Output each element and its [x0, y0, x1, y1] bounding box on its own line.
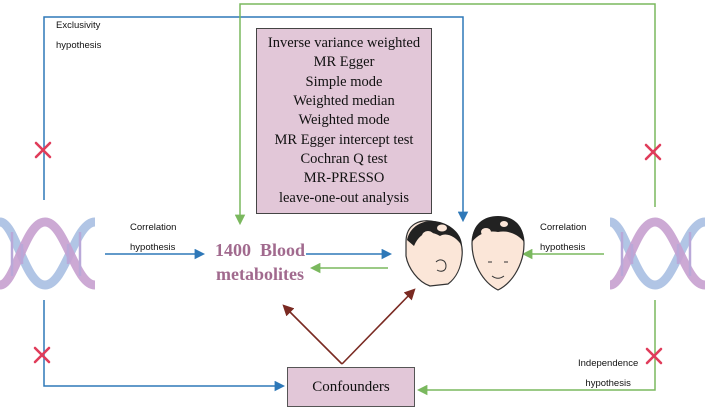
alopecia-heads-icon	[405, 216, 525, 291]
confounders-label: Confounders	[312, 378, 390, 395]
correlation-right-line2: hypothesis	[540, 242, 586, 253]
x-mark-exclusivity-left	[34, 141, 52, 159]
methods-box: Inverse variance weighted MR Egger Simpl…	[256, 28, 432, 214]
method-mr-egger: MR Egger	[313, 54, 375, 71]
dna-right-icon	[608, 217, 707, 290]
exclusivity-line1: Exclusivity	[56, 20, 101, 31]
correlation-right-label: Correlation hypothesis	[540, 218, 586, 258]
confounder-to-outcome-arrow	[341, 288, 416, 365]
method-cochran-q: Cochran Q test	[300, 150, 388, 167]
independence-path	[416, 300, 656, 396]
head-front-icon	[471, 216, 525, 291]
exclusivity-line2: hypothesis	[56, 40, 102, 51]
exposure-label-line2: metabolites	[216, 264, 304, 284]
correlation-left-line1: Correlation	[130, 222, 177, 233]
x-mark-exclusivity-right	[644, 143, 662, 161]
method-ivw: Inverse variance weighted	[267, 35, 421, 52]
method-egger-intercept: MR Egger intercept test	[274, 131, 414, 148]
exclusivity-path	[43, 16, 469, 223]
head-side-icon	[405, 220, 463, 287]
method-simple-mode: Simple mode	[305, 73, 383, 90]
x-mark-confounder-left	[33, 346, 51, 364]
red-x-marks	[33, 141, 663, 365]
independence-line1: Independence	[578, 358, 639, 369]
confounder-path-left	[43, 300, 286, 392]
exclusivity-hypothesis-label: Exclusivity hypothesis	[56, 16, 101, 56]
correlation-left-line2: hypothesis	[130, 242, 176, 253]
blue-paths	[43, 16, 469, 392]
green-paths	[234, 3, 656, 396]
method-weighted-median: Weighted median	[293, 93, 395, 110]
independence-line2: hypothesis	[585, 378, 631, 389]
correlation-right-line1: Correlation	[540, 222, 587, 233]
correlation-left-label: Correlation hypothesis	[130, 218, 176, 258]
method-weighted-mode: Weighted mode	[298, 112, 390, 129]
exposure-label: 1400 Blood metabolites	[200, 238, 320, 286]
reverse-exclusivity-path	[234, 3, 656, 226]
confounder-to-metabolite-arrow	[282, 304, 343, 365]
exposure-label-line1: 1400 Blood	[214, 240, 306, 260]
dna-left-icon	[0, 217, 97, 290]
confounder-arrows	[282, 288, 416, 365]
confounders-box: Confounders	[287, 367, 415, 407]
x-mark-confounder-right	[645, 347, 663, 365]
independence-hypothesis-label: Independence hypothesis	[578, 354, 638, 394]
method-leave-one-out: leave-one-out analysis	[278, 189, 410, 206]
method-mr-presso: MR-PRESSO	[303, 170, 385, 187]
